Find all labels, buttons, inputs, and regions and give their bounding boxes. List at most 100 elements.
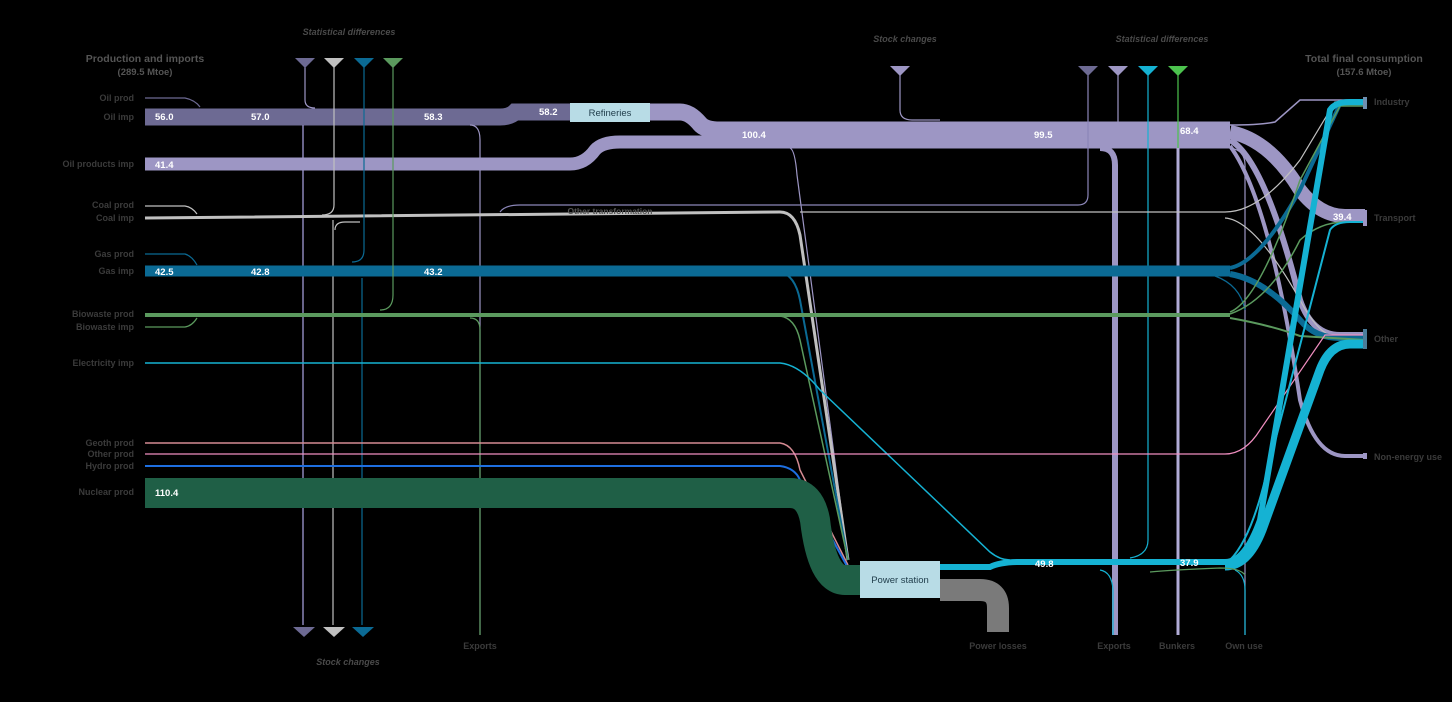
link-elec-imp (145, 362, 1011, 561)
sink-own-use: Own use (1225, 641, 1263, 651)
power-station-node[interactable] (860, 561, 940, 598)
sink-transport: Transport (1374, 213, 1416, 223)
other-bar (1363, 329, 1367, 349)
source-other-prod: Other prod (88, 449, 135, 459)
source-gas-prod: Gas prod (94, 249, 134, 259)
link-gas-to-power (779, 271, 849, 561)
power-station-label: Power station (871, 575, 929, 586)
link-other-prod (145, 334, 1365, 455)
refineries-label: Refineries (589, 108, 632, 119)
link-oil-to-power (789, 147, 849, 561)
sink-power-losses: Power losses (969, 641, 1027, 651)
refineries-node[interactable] (570, 103, 650, 122)
stat-diff-right-label: Statistical differences (1116, 34, 1209, 44)
link-bio-to-power (779, 315, 849, 561)
link-bio-exports (469, 317, 481, 635)
industry-bar (1363, 97, 1367, 109)
source-oil-products-imp: Oil products imp (62, 159, 134, 169)
source-hydro-prod: Hydro prod (86, 461, 135, 471)
link-stat-diff-right-1 (499, 75, 1089, 213)
link-oil-prod (145, 97, 201, 108)
sink-industry: Industry (1374, 97, 1410, 107)
link-elec-other (1224, 339, 1365, 571)
stat-diff-right-elec-marker (1138, 66, 1158, 76)
value-electricity-out: 49.8 (1035, 559, 1054, 570)
source-coal-imp: Coal imp (96, 213, 135, 223)
source-coal-prod: Coal prod (92, 200, 134, 210)
value-oil-mid1: 57.0 (251, 112, 270, 123)
value-nuclear: 110.4 (155, 488, 179, 499)
source-electricity-imp: Electricity imp (72, 358, 134, 368)
link-geoth (145, 442, 849, 566)
link-oil-to-industry (1229, 99, 1365, 126)
right-sink-labels: Industry Transport Other Non-energy use (1374, 97, 1442, 462)
stock-change-gas-marker (352, 627, 374, 637)
link-bio-imp (145, 317, 198, 328)
sink-other: Other (1374, 334, 1399, 344)
link-oil-stat-diff (304, 64, 316, 109)
value-oil-products-imp: 41.4 (155, 160, 174, 171)
link-coal-to-industry (800, 101, 1365, 213)
link-gas-prod (145, 253, 198, 266)
link-refineries-out (650, 103, 1230, 139)
nonenergy-bar (1363, 453, 1367, 459)
value-refined-after-exports: 99.5 (1034, 130, 1053, 141)
link-power-losses (940, 579, 1009, 632)
stat-diff-gas-marker (354, 58, 374, 68)
value-refined-total: 100.4 (742, 130, 766, 141)
stat-diff-bio-marker (383, 58, 403, 68)
stat-diff-right-green-marker (1168, 66, 1188, 76)
source-biowaste-prod: Biowaste prod (72, 309, 134, 319)
link-nuclear (145, 478, 862, 595)
stock-changes-top-label: Stock changes (873, 34, 937, 44)
headers: Production and imports (289.5 Mtoe) Tota… (86, 53, 1423, 78)
link-coal-stat (321, 64, 335, 216)
value-refined-to-consumption: 68.4 (1180, 126, 1199, 137)
link-elec-exports (1099, 569, 1114, 635)
link-gas-own-use (1214, 275, 1246, 311)
source-oil-prod: Oil prod (100, 93, 135, 103)
stat-diff-right-products-marker (1108, 66, 1128, 76)
source-labels: Oil prod Oil imp Oil products imp Coal p… (62, 93, 134, 497)
stock-change-oil-marker (293, 627, 315, 637)
stat-diff-coal-marker (324, 58, 344, 68)
left-header-title: Production and imports (86, 53, 205, 65)
link-oil-to-transport (1228, 125, 1365, 223)
link-elec-own-use (1234, 569, 1246, 635)
link-coal-prod (145, 205, 198, 215)
value-oil-mid2: 58.3 (424, 112, 443, 123)
link-bio-stat (379, 64, 394, 311)
stock-change-coal-marker (323, 627, 345, 637)
source-biowaste-imp: Biowaste imp (76, 322, 135, 332)
link-gas-stat (351, 64, 365, 263)
sink-non-energy-use: Non-energy use (1374, 452, 1442, 462)
link-oil-products-imp (145, 135, 1230, 171)
value-oil-to-refineries: 58.2 (539, 107, 558, 118)
link-bio-to-transport (1229, 221, 1365, 315)
link-oil-to-nonenergy (1228, 144, 1365, 458)
value-oil-imp: 56.0 (155, 112, 174, 123)
link-coal-stock (332, 220, 360, 625)
link-elec-transport (1229, 221, 1365, 561)
right-header-title: Total final consumption (1305, 53, 1423, 65)
link-gas-to-industry (1229, 102, 1365, 270)
source-gas-imp: Gas imp (98, 266, 134, 276)
link-stock-change-top (899, 75, 940, 121)
sink-bunkers: Bunkers (1159, 641, 1195, 651)
link-stat-diff-right-elec (1129, 75, 1149, 559)
value-transport: 39.4 (1333, 212, 1352, 223)
left-header-total: (289.5 Mtoe) (118, 67, 173, 78)
flow-markers (293, 58, 1188, 637)
stat-diff-left-label: Statistical differences (303, 27, 396, 37)
stat-diff-oil-marker (295, 58, 315, 68)
source-nuclear-prod: Nuclear prod (78, 487, 134, 497)
link-bio-to-industry (1229, 105, 1365, 313)
stock-changes-bottom-label: Stock changes (316, 657, 380, 667)
link-bio-to-other (1229, 317, 1366, 341)
link-oil-imp (145, 103, 570, 126)
link-elec-green (1149, 567, 1246, 576)
flow-value-labels: 56.0 57.0 58.3 58.2 41.4 100.4 99.5 68.4… (155, 107, 1352, 570)
link-oil-exports (469, 124, 481, 635)
sink-exports-right: Exports (1097, 641, 1131, 651)
